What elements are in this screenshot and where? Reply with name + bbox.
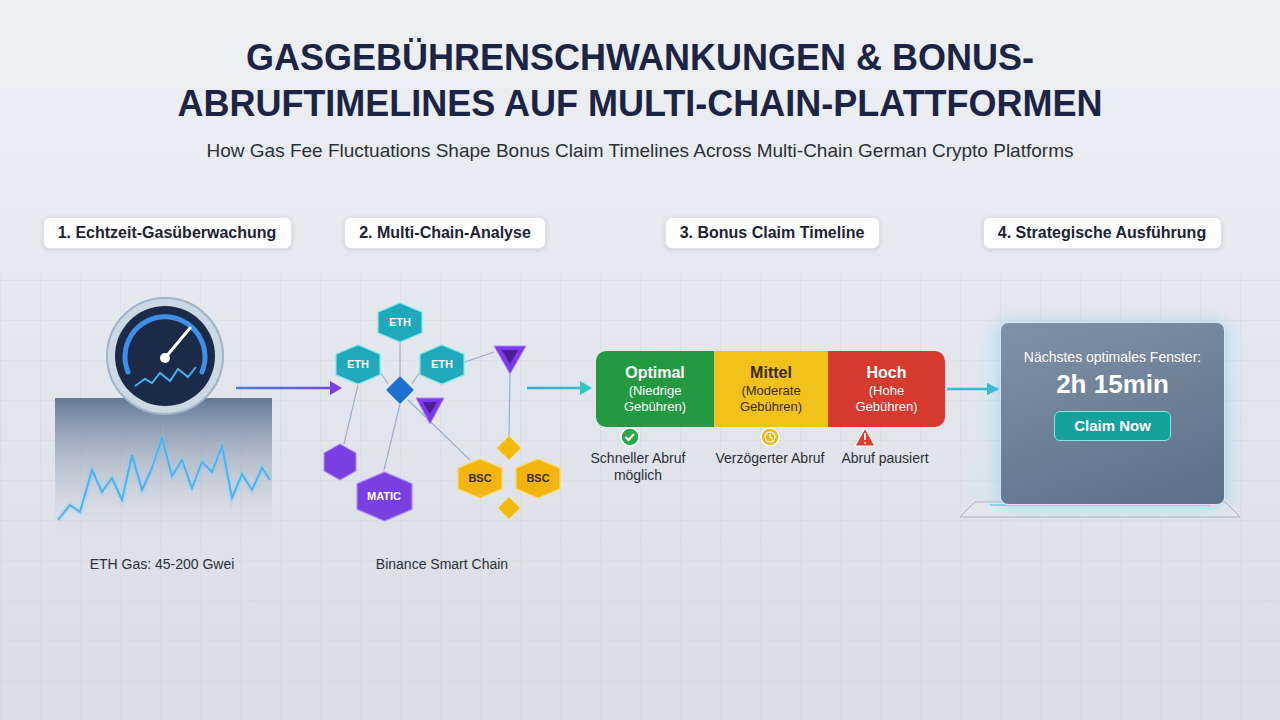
hexagon-shape	[357, 472, 412, 521]
node-text: (Moderate Gebühren)	[722, 383, 820, 415]
hexagon-shape	[378, 303, 422, 342]
chain-hexagon: BSC	[457, 458, 503, 499]
network-line	[465, 352, 494, 362]
step-pill: 1. Echtzeit-Gasüberwachung	[43, 217, 292, 249]
gauge-needle	[165, 328, 190, 358]
node-text: ETH	[389, 316, 411, 329]
fee-segment: Mittel(Moderate Gebühren)	[714, 351, 828, 427]
network-line	[384, 404, 400, 470]
node-text: Optimal	[625, 363, 685, 383]
polygon-logo	[494, 346, 526, 374]
node-text: (Hohe Gebühren)	[836, 383, 937, 415]
fee-segment: Hoch(Hohe Gebühren)	[828, 351, 945, 427]
purple-hexagon	[324, 444, 356, 480]
claim-screen: Nächstes optimales Fenster: 2h 15minClaim…	[1000, 322, 1225, 505]
node-text: 2h 15min	[1011, 368, 1214, 400]
illustration-label: Verzögerter Abruf	[716, 450, 825, 467]
blue-cube	[386, 376, 414, 404]
status-icons	[621, 428, 875, 446]
arrow-head	[330, 381, 342, 395]
claim-button: Claim Now	[1054, 411, 1171, 441]
check-mark	[626, 434, 635, 440]
gauge-face	[115, 306, 215, 406]
node-text: Claim Now	[1074, 417, 1151, 435]
step-pill: 3. Bonus Claim Timeline	[665, 217, 880, 249]
arrow-line	[527, 387, 581, 390]
flow-arrow	[947, 388, 998, 391]
node-text: 2. Multi-Chain-Analyse	[359, 223, 531, 243]
gas-chart	[55, 398, 272, 548]
clock-face	[765, 432, 775, 442]
hexagon-shape	[516, 459, 560, 498]
illustration-label: ETH Gas: 45-200 Gwei	[90, 556, 235, 573]
node-text: BSC	[468, 472, 491, 485]
step-pill: 2. Multi-Chain-Analyse	[344, 217, 546, 249]
chain-hexagon: ETH	[377, 302, 423, 343]
chain-hexagon: ETH	[335, 344, 381, 385]
connector-group	[947, 389, 998, 390]
gauge-arc	[125, 317, 205, 372]
gauge-mini-chart	[135, 367, 196, 386]
node-text: ETH	[431, 358, 453, 371]
chain-hexagon: ETH	[419, 344, 465, 385]
node-text: Mittel	[750, 363, 792, 383]
network-line	[344, 385, 358, 444]
gauge-hub	[160, 353, 170, 363]
chain-hexagon: MATIC	[356, 471, 413, 522]
polygon-logo-inner	[423, 402, 437, 414]
gauge-ring	[107, 298, 223, 414]
network-line	[380, 372, 388, 384]
illustration-label: Schneller Abruf möglich	[578, 450, 698, 484]
check-icon	[621, 428, 639, 446]
network-line	[412, 372, 420, 384]
node-text: 3. Bonus Claim Timeline	[680, 223, 865, 243]
network-line	[408, 400, 470, 460]
chart-line	[58, 438, 270, 520]
warning-dot	[864, 442, 866, 444]
node-text: ETH	[347, 358, 369, 371]
node-text: 4. Strategische Ausführung	[998, 223, 1206, 243]
warning-mark	[864, 433, 866, 440]
grid-pattern	[0, 275, 1280, 720]
node-text: MATIC	[367, 490, 401, 503]
network-line	[399, 343, 400, 377]
illustration-label: Binance Smart Chain	[376, 556, 508, 573]
chart-area	[55, 398, 272, 548]
chain-hexagon: BSC	[515, 458, 561, 499]
yellow-cube	[497, 436, 521, 460]
diagram-caption: How Gas Fee Fluctuations Shape Bonus Cla…	[0, 140, 1280, 162]
hexagon-shape	[420, 345, 464, 384]
arrow-line	[236, 387, 331, 390]
node-text: BSC	[526, 472, 549, 485]
diagram-title: GASGEBÜHRENSCHWANKUNGEN & BONUS- ABRUFTI…	[140, 35, 1140, 127]
polygon-logo	[416, 398, 444, 424]
network-line	[509, 374, 510, 436]
hexagon-shape	[458, 459, 502, 498]
yellow-cube	[498, 497, 520, 519]
chain-network	[344, 343, 510, 470]
arrow-head	[580, 381, 592, 395]
warning-icon	[855, 428, 875, 446]
flow-arrow-decor	[236, 381, 592, 395]
gauge-icon	[107, 298, 223, 414]
illustration-label: Abruf pausiert	[841, 450, 928, 467]
node-text: Nächstes optimales Fenster:	[1011, 349, 1214, 366]
clock-hands	[770, 434, 773, 439]
clock-icon	[761, 428, 779, 446]
polygon-logo-inner	[502, 350, 518, 364]
node-text: Hoch	[867, 363, 907, 383]
hexagon-shape	[336, 345, 380, 384]
fee-segment: Optimal(Niedrige Gebühren)	[596, 351, 714, 427]
chart-glow	[58, 438, 270, 520]
node-text: (Niedrige Gebühren)	[604, 383, 706, 415]
node-text: 1. Echtzeit-Gasüberwachung	[58, 223, 277, 243]
step-pill: 4. Strategische Ausführung	[983, 217, 1222, 249]
